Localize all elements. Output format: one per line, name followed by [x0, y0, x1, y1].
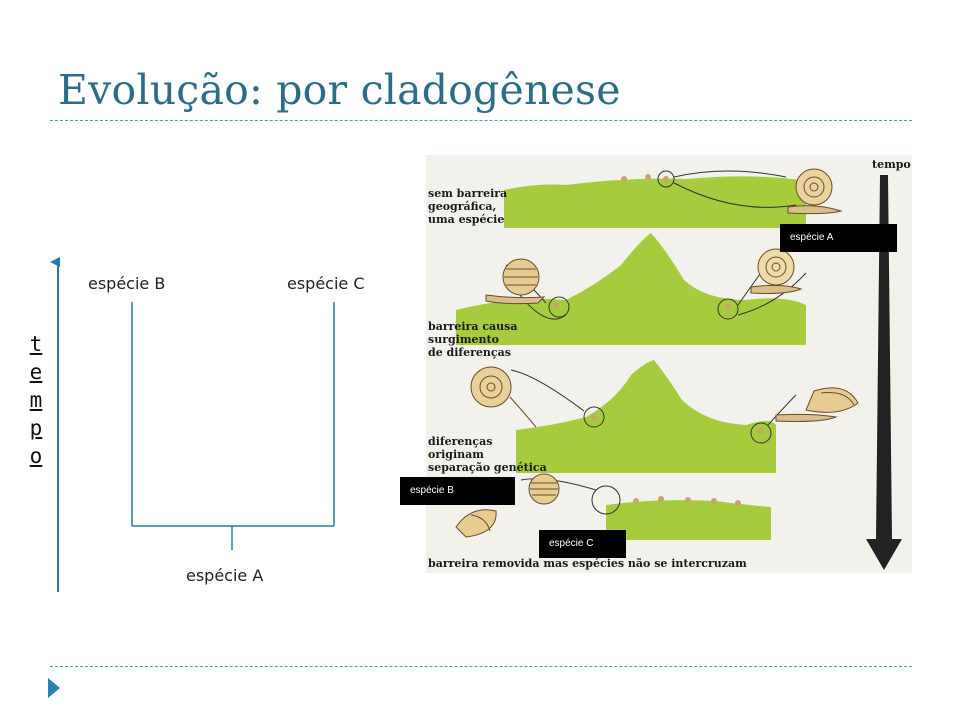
- speciation-illustration: tempo sem barreira geográfica, uma espéc…: [426, 155, 912, 573]
- snail-icon: [528, 473, 560, 505]
- time-letter: e: [29, 360, 43, 384]
- callout-line: [673, 170, 787, 178]
- snail-icon: [750, 248, 803, 294]
- tag-species-a: espécie A: [780, 224, 897, 252]
- snail-icon: [787, 168, 843, 215]
- callout-line: [515, 289, 567, 320]
- tag-species-c: espécie C: [539, 530, 626, 558]
- callout-ring: [591, 485, 621, 515]
- slide-title: Evolução: por cladogênese: [58, 66, 621, 114]
- snail-icon: [485, 258, 546, 305]
- terrain-stage-2: [456, 233, 806, 345]
- terrain-stage-1: [504, 176, 806, 228]
- terrain-stage-3: [516, 360, 776, 473]
- illus-stage-4-text: barreira removida mas espécies não se in…: [428, 557, 747, 570]
- callout-line: [737, 272, 807, 316]
- terrain-stage-4: [606, 500, 771, 540]
- illus-stage-3-text: diferenças originam separação genética: [428, 435, 547, 474]
- time-letter: o: [29, 444, 43, 468]
- label-species-a: espécie A: [186, 566, 264, 585]
- callout-ring: [583, 406, 605, 428]
- callout-ring: [657, 170, 675, 188]
- cladogram: [50, 257, 335, 592]
- callout-line: [767, 394, 797, 426]
- callout-ring: [548, 296, 570, 318]
- bullet-arrow-icon: [48, 678, 60, 698]
- label-species-b: espécie B: [88, 274, 166, 293]
- illus-stage-1-text: sem barreira geográfica, uma espécie: [428, 187, 508, 226]
- snail-icon: [470, 366, 537, 428]
- callout-ring: [750, 422, 772, 444]
- time-arrow-illustration: [866, 175, 902, 570]
- label-species-c: espécie C: [287, 274, 365, 293]
- footer-divider: [50, 666, 912, 667]
- callout-line: [510, 369, 585, 412]
- time-letter: p: [29, 416, 43, 440]
- snail-icon: [455, 509, 497, 538]
- time-letter: m: [29, 388, 43, 412]
- snail-icon: [775, 387, 859, 422]
- callout-line: [673, 182, 797, 208]
- illus-stage-2-text: barreira causa surgimento de diferenças: [428, 320, 518, 359]
- title-divider: [50, 120, 912, 121]
- illus-time-label: tempo: [872, 158, 911, 171]
- tag-species-b: espécie B: [400, 477, 515, 505]
- callout-ring: [717, 298, 739, 320]
- time-letter: t: [29, 332, 43, 356]
- small-snails: [553, 174, 764, 506]
